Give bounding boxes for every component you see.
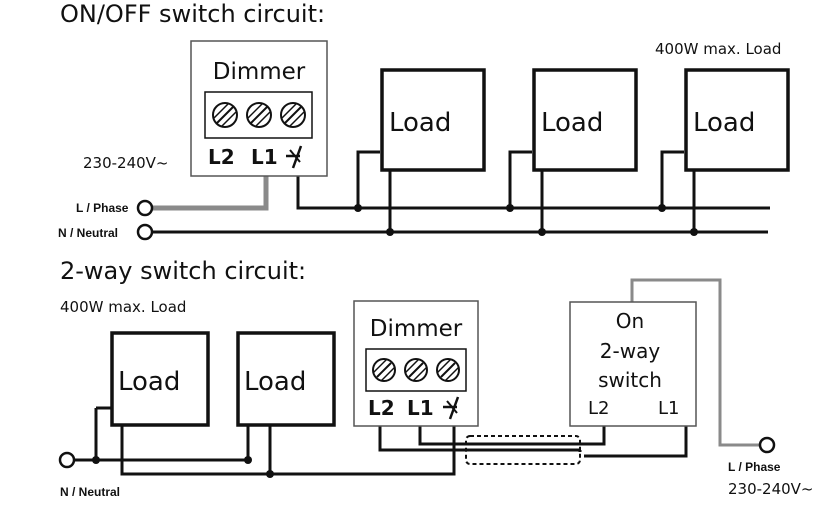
bottom-dimmer-term-l1: L1 [407,396,434,420]
bottom-dimmer-term-l2: L2 [368,396,395,420]
bottom-wires [74,278,760,478]
bottom-load-2-label: Load [244,367,306,397]
bottom-max-load: 400W max. Load [60,298,186,316]
bottom-phase-label: L / Phase [728,460,781,474]
top-load-2: Load [532,68,638,172]
bottom-load-1-label: Load [118,367,180,397]
top-title: ON/OFF switch circuit: [60,0,325,28]
switch-line-3: switch [598,368,662,392]
top-dimmer-screw-icons [212,102,306,128]
bottom-load-1: Load [110,331,210,427]
top-wires [152,150,770,236]
bottom-title: 2-way switch circuit: [60,257,306,285]
top-load-3: Load [684,68,790,172]
top-neutral-terminal [136,223,154,241]
bottom-phase-terminal [758,436,776,454]
bottom-voltage: 230-240V~ [728,480,814,498]
bottom-load-2: Load [236,331,336,427]
bottom-neutral-label: N / Neutral [60,485,120,499]
top-dimmer-term-l2: L2 [208,145,235,169]
top-phase-label: L / Phase [76,201,129,215]
bottom-dimmer-dimmer-symbol-icon [443,396,460,420]
bottom-neutral-terminal [58,451,76,469]
switch-line-2: 2-way [600,339,661,363]
top-load-3-label: Load [693,108,755,138]
top-max-load: 400W max. Load [655,40,781,58]
top-load-2-label: Load [541,108,603,138]
bottom-dimmer-screw-icons [372,358,460,382]
switch-term-l2: L2 [588,398,609,419]
top-load-1-label: Load [389,108,451,138]
top-neutral-label: N / Neutral [58,226,118,240]
top-dimmer-dimmer-symbol-icon [286,145,303,169]
top-voltage: 230-240V~ [83,154,169,172]
top-dimmer-term-l1: L1 [251,145,278,169]
top-phase-terminal [136,199,154,217]
two-way-switch: On 2-way switch L2 L1 [569,301,697,427]
top-dimmer: Dimmer L2 L1 [190,40,328,177]
cable-bundle-marker [465,435,581,465]
bottom-dimmer-title: Dimmer [370,316,463,342]
switch-line-1: On [616,309,644,333]
bottom-dimmer: Dimmer L2 L1 [353,300,479,427]
switch-term-l1: L1 [658,398,679,419]
top-load-1: Load [380,68,486,172]
top-dimmer-title: Dimmer [213,59,306,85]
